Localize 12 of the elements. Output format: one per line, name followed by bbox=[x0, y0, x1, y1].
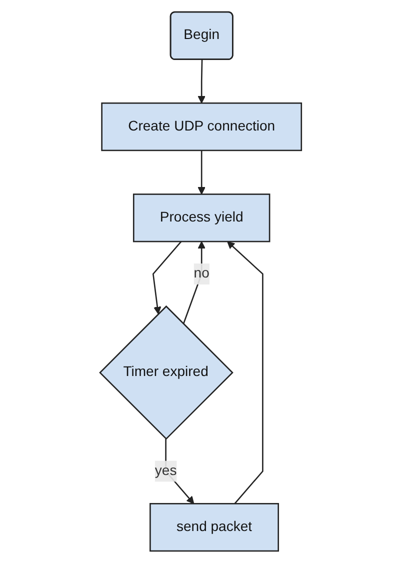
arrow bbox=[164, 438, 194, 504]
node-box: Process yield bbox=[132, 194, 270, 242]
arrow bbox=[198, 60, 206, 104]
edge-label: yes bbox=[154, 463, 177, 478]
arrow bbox=[198, 150, 206, 195]
node-box: send packet bbox=[149, 503, 279, 552]
arrow bbox=[182, 241, 206, 324]
arrow bbox=[226, 241, 264, 504]
edge-label: no bbox=[194, 266, 210, 281]
node-diamond: Timer expired bbox=[98, 305, 234, 440]
node-box: Create UDP connection bbox=[100, 102, 302, 152]
arrow bbox=[152, 241, 182, 314]
